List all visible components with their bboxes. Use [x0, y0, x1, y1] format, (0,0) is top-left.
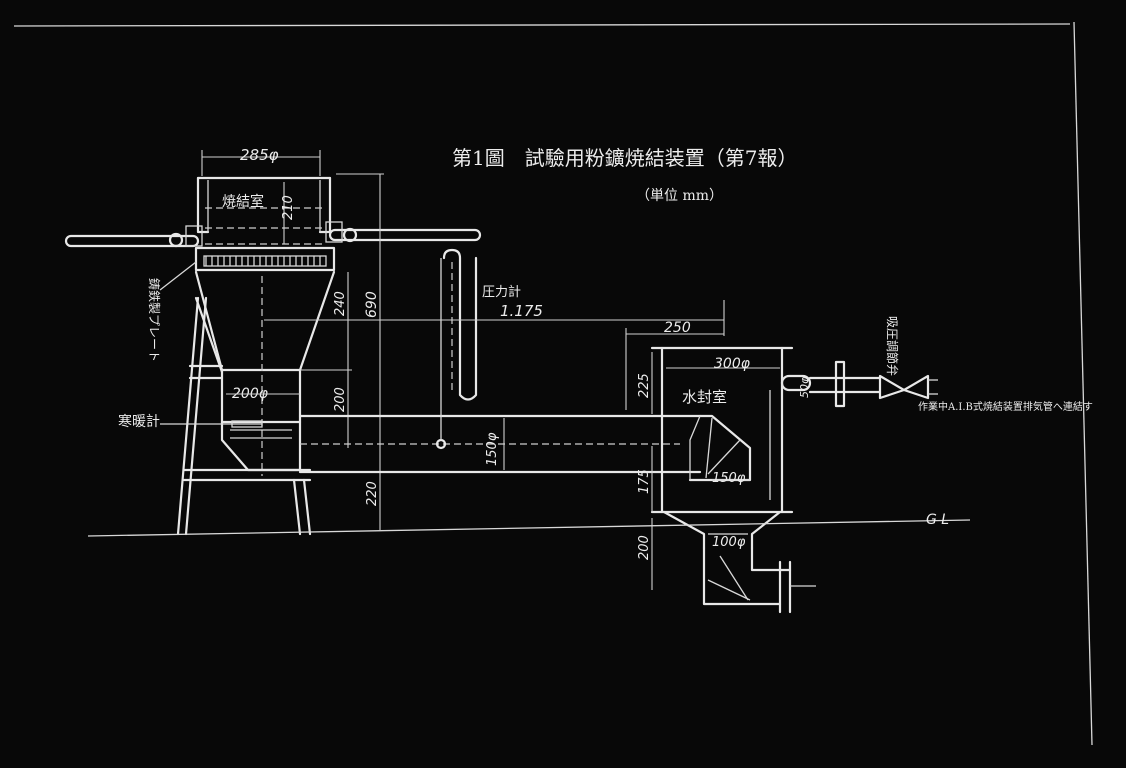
unit-note: （単位 mm） — [636, 188, 723, 204]
label-water-seal: 水封室 — [682, 388, 727, 406]
ground-line — [87, 519, 971, 537]
dim-1175: 1.175 — [500, 302, 543, 320]
dim-150-pipe: 150φ — [485, 432, 500, 466]
dim-285: 285φ — [240, 146, 279, 164]
dim-200-vertical: 200 — [333, 387, 348, 412]
drawing-title: 第1圖 試驗用粉鑛焼結装置（第7報） — [452, 146, 797, 170]
label-connect-note: 作業中A.I.B式焼結装置排気管へ連結す — [918, 400, 1093, 413]
support-stand — [176, 296, 312, 536]
label-sintering-chamber: 焼結室 — [222, 193, 264, 210]
dim-300: 300φ — [714, 356, 751, 372]
label-ground-line: G L — [926, 512, 949, 528]
dim-250: 250 — [664, 320, 691, 336]
dim-690: 690 — [364, 291, 380, 318]
label-manometer: 圧力計 — [482, 284, 521, 300]
label-thermometer: 寒暖計 — [118, 413, 160, 430]
label-cast-iron-plate: 鋳鉄製プレート — [147, 278, 162, 362]
dim-50: 50φ — [798, 376, 811, 398]
exhaust-duct — [298, 414, 702, 474]
dim-210: 210 — [281, 195, 296, 220]
dim-220: 220 — [365, 481, 380, 506]
dim-200-low: 200 — [637, 535, 652, 560]
hopper-cone — [194, 270, 336, 476]
lift-handles — [64, 221, 482, 248]
water-seal-chamber — [650, 346, 938, 614]
dim-225: 225 — [637, 373, 652, 398]
manometer-tube — [440, 248, 478, 440]
dim-240: 240 — [333, 291, 348, 316]
dim-175: 175 — [637, 469, 652, 494]
sintering-pot — [194, 176, 336, 272]
border-top — [13, 23, 1071, 27]
border-right — [1073, 21, 1093, 746]
dim-150-box: 150φ — [712, 471, 746, 486]
dim-100: 100φ — [712, 535, 746, 550]
label-suction-valve: 吸圧調節弁 — [885, 316, 900, 376]
